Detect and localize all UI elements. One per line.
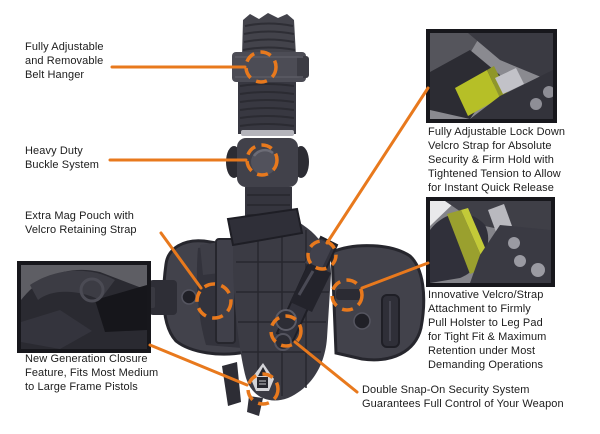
callout-line-closure-feature xyxy=(148,343,249,387)
callout-lockdown-strap: Fully Adjustable Lock Down Velcro Strap … xyxy=(428,126,566,194)
highlight-circle-belt-hanger xyxy=(244,50,278,84)
leg-attachment-detail-photo xyxy=(426,197,555,287)
callout-line-leg-attachment xyxy=(360,261,430,290)
callout-leg-attachment: Innovative Velcro/Strap Attachment to Fi… xyxy=(428,289,547,371)
closure-detail-photo xyxy=(17,261,151,353)
highlight-circle-buckle-system xyxy=(245,143,279,177)
callout-line-lockdown-strap xyxy=(325,86,430,245)
callout-line-snap-security xyxy=(293,340,359,394)
highlight-circle-mag-pouch xyxy=(195,282,233,320)
highlight-circle-leg-attachment xyxy=(330,278,364,312)
highlight-circle-lockdown-strap xyxy=(306,239,338,271)
callout-belt-hanger: Fully Adjustable and Removable Belt Hang… xyxy=(25,41,104,81)
callout-lines xyxy=(108,65,430,394)
callout-mag-pouch: Extra Mag Pouch with Velcro Retaining St… xyxy=(25,210,137,236)
callout-line-mag-pouch xyxy=(159,231,203,290)
callout-snap-security: Double Snap-On Security System Guarantee… xyxy=(362,384,564,410)
lockdown-strap-detail-photo xyxy=(426,29,557,123)
callout-closure-feature: New Generation Closure Feature, Fits Mos… xyxy=(25,353,159,393)
highlight-circle-closure-feature xyxy=(246,372,280,406)
callout-buckle-system: Heavy Duty Buckle System xyxy=(25,145,100,171)
highlight-circles xyxy=(195,50,364,406)
highlight-circle-snap-security xyxy=(269,314,303,348)
holster-product-photo xyxy=(142,13,426,416)
